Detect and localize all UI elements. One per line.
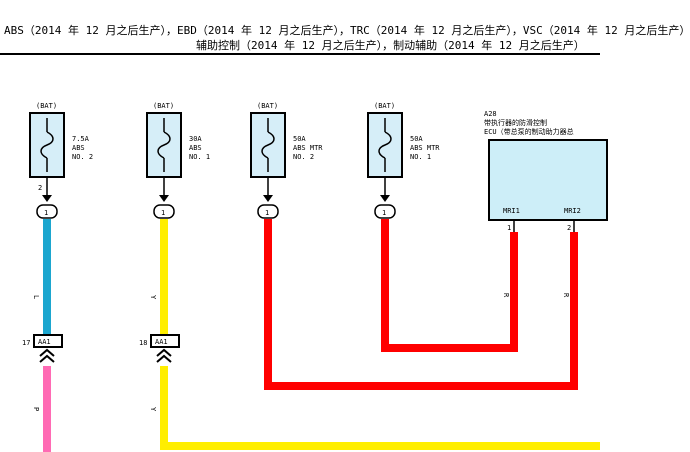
wire-color-label: R <box>562 293 570 298</box>
junction-pin: 18 <box>139 339 147 347</box>
ecu-terminal-pin: 2 <box>567 224 571 232</box>
wire-color-label: Y <box>149 295 157 300</box>
fuse-abs-no1: (BAT) 30A ABS NO. 1 1 Y <box>146 102 210 300</box>
fuse-rating: 50A <box>410 135 423 143</box>
junction-aa1-17: 17 AA1 P <box>22 334 63 411</box>
fuse-rating: 50A <box>293 135 306 143</box>
fuse-rating: 30A <box>189 135 202 143</box>
junction-label: AA1 <box>38 338 51 346</box>
fuse-number: NO. 1 <box>410 153 431 161</box>
wire-color-label: L <box>32 295 40 299</box>
wire-red-mri2 <box>264 219 578 390</box>
fuse-element-icon <box>40 131 54 159</box>
ecu-terminal-pin: 1 <box>507 224 511 232</box>
diagram-header: ABS（2014 年 12 月之后生产），EBD（2014 年 12 月之后生产… <box>0 0 690 56</box>
wire-color-label: P <box>32 407 40 411</box>
fuse-name: ABS <box>72 144 85 152</box>
header-line-2: 辅助控制（2014 年 12 月之后生产），制动辅助（2014 年 12 月之后… <box>196 39 585 52</box>
fuse-source: (BAT) <box>153 102 174 110</box>
header-rule <box>0 53 600 55</box>
fuse-source: (BAT) <box>374 102 395 110</box>
wire-yellow-y-lower <box>160 366 600 450</box>
fuse-rating: 7.5A <box>72 135 90 143</box>
connector-label: 1 <box>382 209 386 217</box>
wire-color-label: R <box>502 293 510 298</box>
wire-pink-p <box>43 366 51 452</box>
fuse-pin: 2 <box>38 184 42 192</box>
ecu-body <box>488 139 608 221</box>
fuse-abs-no2: (BAT) 7.5A ABS NO. 2 2 1 L <box>29 102 93 299</box>
fuse-number: NO. 2 <box>293 153 314 161</box>
fuse-number: NO. 2 <box>72 153 93 161</box>
chevron-up-icon <box>39 354 55 363</box>
wire-red-mri1 <box>381 219 518 352</box>
fuse-abs-mtr-no2: (BAT) 50A ABS MTR NO. 2 1 <box>250 102 323 219</box>
fuse-source: (BAT) <box>36 102 57 110</box>
ecu-terminal-label: MRI2 <box>564 207 581 215</box>
fuse-element-icon <box>378 131 392 159</box>
chevron-up-icon <box>156 354 172 363</box>
junction-aa1-18: 18 AA1 Y <box>139 334 180 412</box>
ecu-name-line1: 带执行器的防滑控制 <box>484 118 547 127</box>
fuse-name: ABS <box>189 144 202 152</box>
header-line-1: ABS（2014 年 12 月之后生产），EBD（2014 年 12 月之后生产… <box>4 24 690 37</box>
chevron-up-icon <box>39 348 55 357</box>
ecu-terminal-label: MRI1 <box>503 207 520 215</box>
junction-label: AA1 <box>155 338 168 346</box>
fuse-source: (BAT) <box>257 102 278 110</box>
wire-yellow-y-upper <box>160 219 168 339</box>
wire-color-label: Y <box>149 407 157 412</box>
wire-blue-l <box>43 219 51 339</box>
ecu-a28: A28 带执行器的防滑控制 ECU（带总泵的制动助力器总 MRI1 MRI2 1… <box>484 110 608 298</box>
fuse-name: ABS MTR <box>410 144 440 152</box>
fuse-number: NO. 1 <box>189 153 210 161</box>
fuse-abs-mtr-no1: (BAT) 50A ABS MTR NO. 1 1 <box>367 102 440 219</box>
fuse-name: ABS MTR <box>293 144 323 152</box>
connector-label: 1 <box>161 209 165 217</box>
connector-label: 1 <box>265 209 269 217</box>
wiring-diagram: (BAT) 7.5A ABS NO. 2 2 1 L (BAT) 30A ABS… <box>22 102 608 452</box>
ecu-code: A28 <box>484 110 497 118</box>
fuse-element-icon <box>261 131 275 159</box>
chevron-up-icon <box>156 348 172 357</box>
fuse-element-icon <box>157 131 171 159</box>
ecu-name-line2: ECU（带总泵的制动助力器总 <box>484 127 574 136</box>
junction-pin: 17 <box>22 339 30 347</box>
connector-label: 1 <box>44 209 48 217</box>
